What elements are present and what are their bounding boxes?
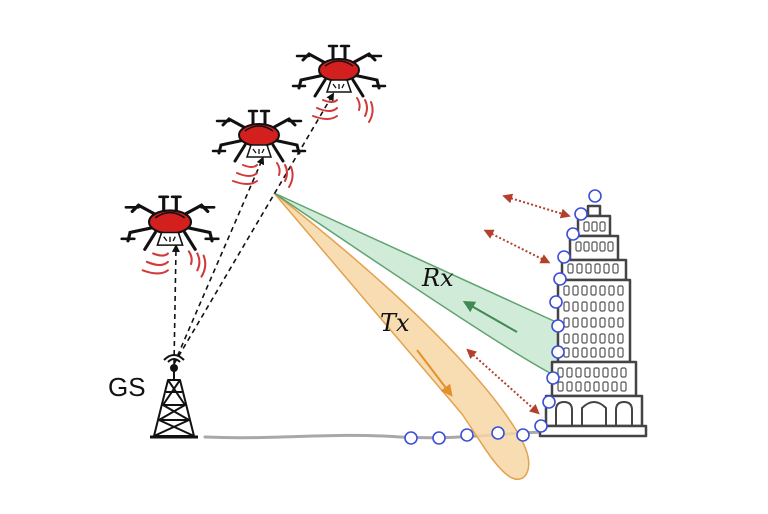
building-window	[590, 333, 597, 344]
building-window	[572, 285, 579, 296]
tx-label: Tx	[380, 309, 410, 337]
rx-label: Rx	[421, 264, 454, 292]
reflection-point-icon	[551, 319, 565, 333]
building-window	[557, 367, 564, 378]
tx-direction-arrow	[416, 349, 453, 397]
building-window	[612, 263, 619, 274]
building-window	[575, 367, 582, 378]
building-window	[599, 333, 606, 344]
rx-direction-arrow	[462, 301, 518, 333]
building-window	[581, 317, 588, 328]
building-windows	[557, 221, 627, 392]
building-window	[590, 347, 597, 358]
building-window	[590, 301, 597, 312]
building-window	[611, 381, 618, 392]
drone-icon	[120, 195, 220, 279]
building-window	[590, 285, 597, 296]
building-window	[591, 221, 598, 232]
building-window	[581, 301, 588, 312]
reflection-point-icon	[588, 189, 602, 203]
building-window	[572, 333, 579, 344]
building-window	[599, 317, 606, 328]
building-window	[567, 263, 574, 274]
building-window	[585, 263, 592, 274]
building-window	[594, 263, 601, 274]
building-window	[572, 301, 579, 312]
building-window	[617, 285, 624, 296]
building-window	[584, 381, 591, 392]
building-window	[617, 333, 624, 344]
building-window	[566, 367, 573, 378]
building-window	[617, 347, 624, 358]
building-window	[575, 381, 582, 392]
reflection-point-icon	[460, 428, 474, 442]
building-window	[593, 381, 600, 392]
building-window	[593, 367, 600, 378]
building-window	[599, 301, 606, 312]
drone-icon	[211, 109, 307, 189]
reflection-point-icon	[574, 207, 588, 221]
building-window	[603, 263, 610, 274]
building-window	[620, 381, 627, 392]
building-window	[563, 317, 570, 328]
reflection-point-icon	[516, 428, 530, 442]
building-window	[607, 241, 614, 252]
building-window	[563, 301, 570, 312]
building-window	[608, 347, 615, 358]
building-window	[611, 367, 618, 378]
building-window	[608, 285, 615, 296]
tower-icon	[150, 354, 198, 439]
reflection-point-icon	[566, 227, 580, 241]
building-window	[563, 285, 570, 296]
reflection-point-icon	[546, 371, 560, 385]
building-window	[608, 301, 615, 312]
building-window	[617, 317, 624, 328]
building-window	[620, 367, 627, 378]
building-window	[602, 367, 609, 378]
reflection-point-icon	[491, 426, 505, 440]
reflection-point-icon	[534, 419, 548, 433]
building-window	[563, 333, 570, 344]
scatter-arrow-icon	[466, 193, 571, 415]
reflection-point-icon	[557, 250, 571, 264]
building-arches	[555, 400, 633, 426]
reflection-point-icon	[542, 395, 556, 409]
reflection-point-icon	[404, 431, 418, 445]
building-window	[581, 333, 588, 344]
building-window	[617, 301, 624, 312]
tx-beam	[273, 192, 530, 481]
building-window	[583, 221, 590, 232]
reflection-point-icon	[553, 272, 567, 286]
reflection-point-icon	[551, 345, 565, 359]
building-window	[566, 381, 573, 392]
reflection-point-icon	[549, 295, 563, 309]
building-window	[572, 347, 579, 358]
building-window	[599, 241, 606, 252]
building-window	[591, 241, 598, 252]
building-window	[584, 367, 591, 378]
building-window	[572, 317, 579, 328]
building-window	[602, 381, 609, 392]
building-window	[583, 241, 590, 252]
building-window	[590, 317, 597, 328]
building-window	[608, 317, 615, 328]
ground-station-label: GS	[108, 372, 146, 402]
building-window	[599, 285, 606, 296]
reflection-point-icon	[432, 431, 446, 445]
building-window	[599, 221, 606, 232]
reflection-points	[404, 189, 602, 445]
drone-icon	[291, 44, 387, 124]
building-window	[576, 263, 583, 274]
building-window	[581, 285, 588, 296]
building-window	[557, 381, 564, 392]
gs-links	[171, 92, 335, 365]
building-window	[575, 241, 582, 252]
building-window	[581, 347, 588, 358]
building-window	[608, 333, 615, 344]
building-window	[599, 347, 606, 358]
